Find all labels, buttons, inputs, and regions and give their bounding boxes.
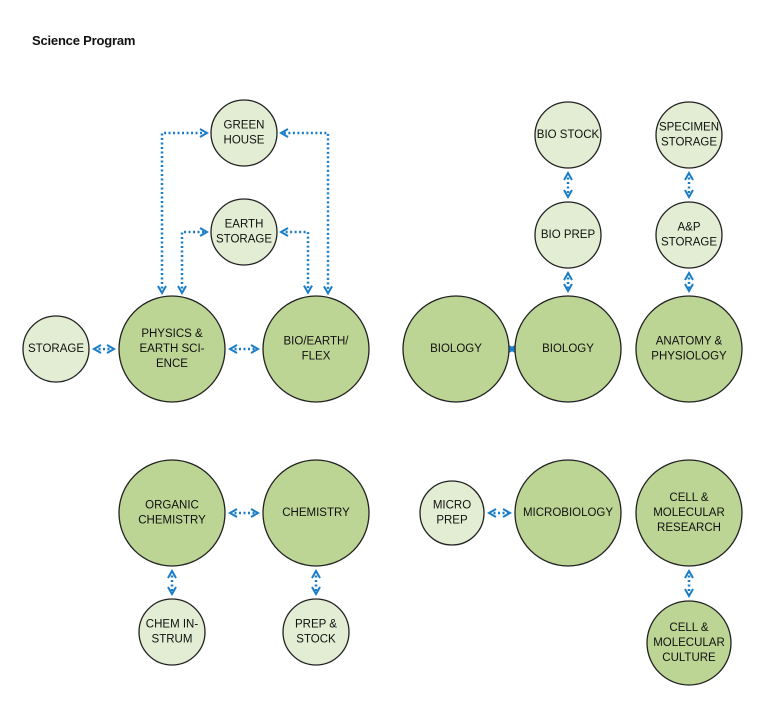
node-label: CHEMISTRY <box>138 515 206 527</box>
node-label: EARTH <box>225 219 264 231</box>
node-label: MICRO <box>433 500 471 512</box>
node-circle <box>262 459 370 567</box>
node-label: BIOLOGY <box>430 343 482 355</box>
node-label: STOCK <box>296 634 336 646</box>
node-label: A&P <box>677 222 700 234</box>
node-circle <box>402 295 510 403</box>
node-anatomy: ANATOMY & PHYSIOLOGY <box>635 295 743 403</box>
node-greenhouse: GREEN HOUSE <box>210 99 278 167</box>
node-circle <box>282 598 350 666</box>
node-biology-2: BIOLOGY <box>514 295 622 403</box>
node-label: BIO PREP <box>541 229 596 241</box>
node-label: PREP & <box>295 619 337 631</box>
node-circle <box>22 315 90 383</box>
node-label: EARTH SCI- <box>140 343 205 355</box>
node-label: CELL & <box>669 492 709 504</box>
node-circle <box>635 459 743 567</box>
node-circle <box>118 459 226 567</box>
node-circle <box>138 598 206 666</box>
connector-bio-earth-flex-earth-storage <box>278 227 313 295</box>
node-label: STORAGE <box>28 343 84 355</box>
node-chemistry: CHEMISTRY <box>262 459 370 567</box>
node-label: PREP <box>436 515 468 527</box>
node-label: STORAGE <box>216 234 272 246</box>
node-label: BIOLOGY <box>542 343 594 355</box>
node-circle <box>534 101 602 169</box>
nodes-layer: GREEN HOUSE EARTH STORAGE STORAGE PHYSICS & EA… <box>22 99 743 686</box>
node-micro-prep: MICRO PREP <box>419 480 485 546</box>
node-circle <box>419 480 485 546</box>
node-label: MOLECULAR <box>653 637 725 649</box>
node-label: HOUSE <box>224 135 265 147</box>
connector-physics-greenhouse <box>157 128 210 295</box>
node-label: CULTURE <box>662 652 716 664</box>
node-label: CELL & <box>669 622 709 634</box>
node-circle <box>514 295 622 403</box>
node-label: ORGANIC <box>145 500 199 512</box>
node-organic: ORGANIC CHEMISTRY <box>118 459 226 567</box>
node-label: CHEM IN- <box>146 619 199 631</box>
node-physics: PHYSICS & EARTH SCI- ENCE <box>118 295 226 403</box>
node-label: MOLECULAR <box>653 507 725 519</box>
node-label: STRUM <box>152 634 193 646</box>
node-ap-storage: A&P STORAGE <box>655 201 723 269</box>
node-label: BIO STOCK <box>537 129 600 141</box>
node-label: BIO/EARTH/ <box>284 336 350 348</box>
node-earth-storage: EARTH STORAGE <box>210 198 278 266</box>
node-circle <box>534 201 602 269</box>
connections-layer <box>91 128 694 599</box>
node-label: FLEX <box>302 351 331 363</box>
node-circle <box>210 198 278 266</box>
node-label: RESEARCH <box>657 522 721 534</box>
node-prep-stock: PREP & STOCK <box>282 598 350 666</box>
node-circle <box>655 201 723 269</box>
node-circle <box>655 101 723 169</box>
node-label: SPECIMEN <box>659 122 719 134</box>
node-label: GREEN <box>224 120 265 132</box>
node-bio-prep: BIO PREP <box>534 201 602 269</box>
node-cell-research: CELL & MOLECULAR RESEARCH <box>635 459 743 567</box>
node-circle <box>646 600 732 686</box>
node-circle <box>118 295 226 403</box>
node-chem-instrum: CHEM IN- STRUM <box>138 598 206 666</box>
page-title: Science Program <box>32 33 136 48</box>
node-label: PHYSIOLOGY <box>651 351 727 363</box>
node-cell-culture: CELL & MOLECULAR CULTURE <box>646 600 732 686</box>
node-specimen-storage: SPECIMEN STORAGE <box>655 101 723 169</box>
node-label: MICROBIOLOGY <box>523 507 613 519</box>
node-label: PHYSICS & <box>141 328 203 340</box>
node-label: CHEMISTRY <box>282 507 350 519</box>
node-label: STORAGE <box>661 237 717 249</box>
node-circle <box>262 295 370 403</box>
connector-bio-earth-flex-greenhouse <box>278 128 333 296</box>
node-bio-earth-flex: BIO/EARTH/FLEX <box>262 295 370 403</box>
node-circle <box>514 459 622 567</box>
node-label: ENCE <box>156 358 188 370</box>
node-circle <box>635 295 743 403</box>
node-label: ANATOMY & <box>656 336 723 348</box>
node-label: STORAGE <box>661 137 717 149</box>
node-storage: STORAGE <box>22 315 90 383</box>
connector-physics-earth-storage <box>177 227 210 295</box>
node-biology-1: BIOLOGY <box>402 295 510 403</box>
node-microbiology: MICROBIOLOGY <box>514 459 622 567</box>
node-circle <box>210 99 278 167</box>
node-bio-stock: BIO STOCK <box>534 101 602 169</box>
